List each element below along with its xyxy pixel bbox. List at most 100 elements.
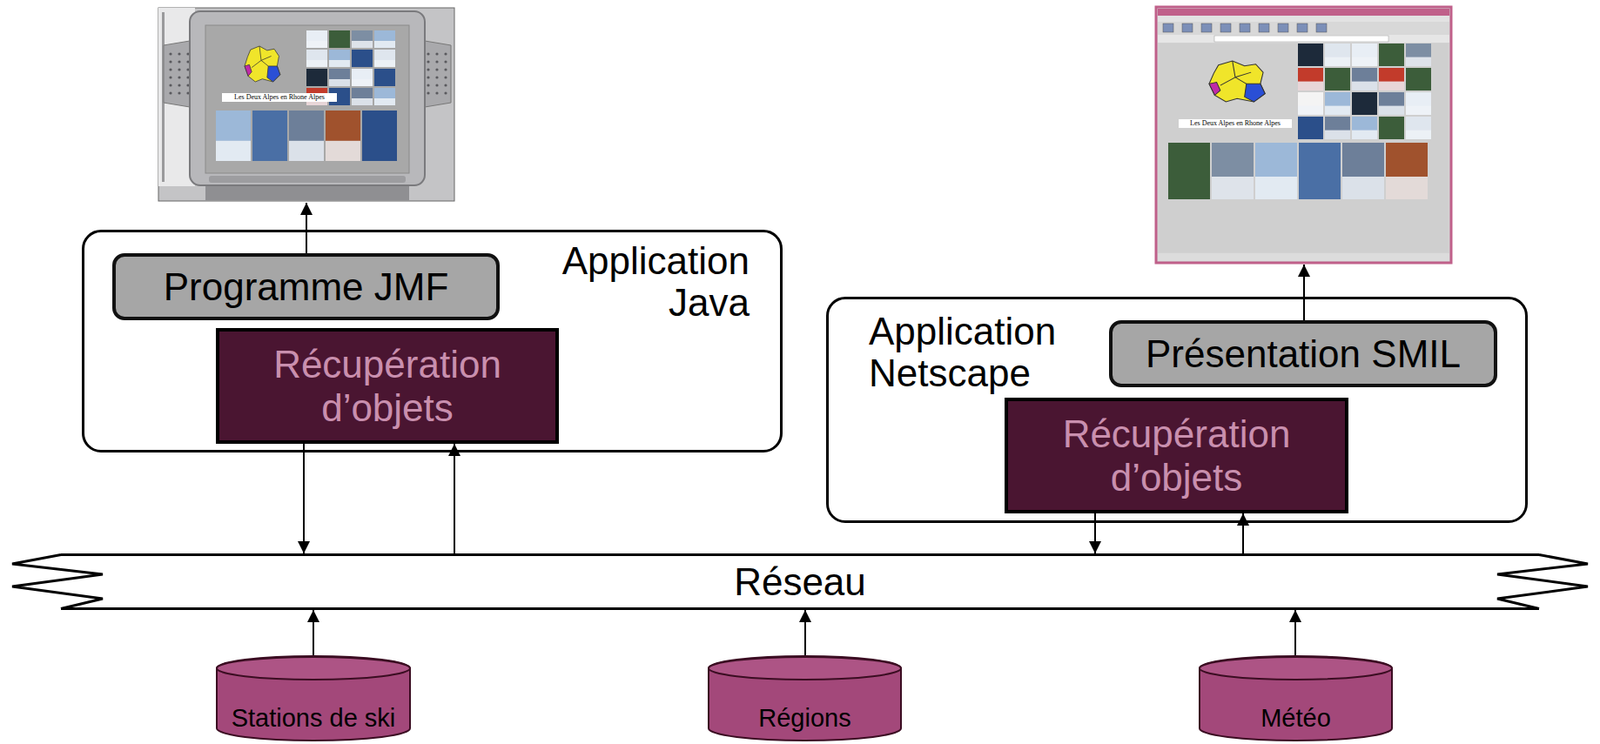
photo-tile bbox=[329, 68, 350, 87]
application-box: Application JavaProgramme JMFRécupératio… bbox=[81, 229, 783, 453]
illustration-part bbox=[1156, 6, 1452, 263]
illustration-part bbox=[251, 46, 271, 68]
data-flow-arrow bbox=[453, 443, 456, 554]
band-edge bbox=[60, 553, 1540, 557]
photo-tile bbox=[1168, 142, 1211, 200]
photo-snow bbox=[1351, 81, 1378, 91]
photo-tile bbox=[329, 49, 350, 68]
illustration-part bbox=[1159, 43, 1448, 253]
speaker-hole bbox=[426, 67, 430, 71]
cylinder-body bbox=[216, 656, 411, 741]
data-flow-arrow bbox=[1242, 513, 1244, 554]
photo-snow bbox=[215, 141, 251, 162]
database-cylinder: Stations de ski bbox=[215, 656, 411, 741]
photo-grid bbox=[1297, 43, 1432, 140]
photo-tile bbox=[306, 49, 328, 68]
application-box: Application Netscape Présentation SMIL Réc… bbox=[826, 296, 1528, 524]
photo-grid bbox=[1168, 142, 1428, 200]
speaker-hole bbox=[168, 60, 172, 63]
photo-tile bbox=[306, 30, 328, 48]
speaker-hole bbox=[177, 52, 181, 55]
photo-tile bbox=[1297, 43, 1324, 67]
photo-tile bbox=[1211, 142, 1254, 200]
speaker-hole bbox=[177, 67, 181, 71]
speaker-hole bbox=[426, 52, 430, 55]
network-band: Réseau bbox=[0, 553, 1600, 611]
photo-tile bbox=[362, 110, 397, 162]
cylinder-top bbox=[1199, 657, 1392, 680]
illustration-part bbox=[1157, 253, 1450, 262]
band-break bbox=[12, 555, 103, 610]
monitor-screenshot bbox=[158, 7, 455, 202]
photo-tile bbox=[1378, 43, 1405, 67]
photo-tile bbox=[1324, 43, 1351, 67]
photo-tile bbox=[374, 49, 396, 68]
browser-toolbar bbox=[1163, 23, 1327, 33]
speaker-hole bbox=[168, 52, 172, 55]
photo-tile bbox=[1324, 67, 1351, 91]
illustration-part bbox=[1244, 83, 1266, 102]
photo-snow bbox=[1405, 57, 1432, 67]
display-arrow bbox=[1303, 264, 1305, 321]
speaker-hole bbox=[177, 91, 181, 95]
illustration-part bbox=[244, 46, 281, 82]
photo-snow bbox=[351, 79, 373, 87]
photo-snow bbox=[1211, 176, 1254, 200]
speaker-hole bbox=[443, 67, 447, 71]
box-label: Récupération d’objets bbox=[1020, 412, 1333, 500]
photo-snow bbox=[1351, 130, 1378, 140]
program-box: Programme JMF bbox=[112, 253, 500, 321]
speaker-hole bbox=[177, 75, 181, 79]
photo-snow bbox=[289, 141, 324, 162]
database-cylinder: Météo bbox=[1198, 656, 1393, 741]
speaker-hole bbox=[435, 75, 438, 79]
illustration-part bbox=[1214, 35, 1389, 42]
toolbar-icon bbox=[1220, 23, 1231, 33]
database-name: Stations de ski bbox=[231, 703, 397, 733]
photo-snow bbox=[1385, 176, 1428, 200]
illustration-part bbox=[205, 186, 410, 201]
photo-snow bbox=[325, 141, 361, 162]
data-flow-arrow bbox=[1094, 513, 1096, 554]
speaker-hole bbox=[435, 52, 438, 55]
photo-tile bbox=[1385, 142, 1428, 200]
photo-snow bbox=[1405, 106, 1432, 115]
speaker-hole bbox=[168, 91, 172, 95]
photo-snow bbox=[1324, 57, 1351, 67]
speaker-hole bbox=[443, 83, 447, 87]
speaker-hole bbox=[426, 83, 430, 87]
photo-snow bbox=[1255, 176, 1298, 200]
box-label: Réseau bbox=[733, 560, 867, 605]
illustration-part bbox=[1209, 81, 1221, 95]
retrieval-box: Récupération d’objets bbox=[215, 328, 559, 444]
photo-snow bbox=[329, 79, 350, 87]
data-flow-arrow bbox=[804, 610, 807, 657]
application-title: Application Netscape bbox=[868, 310, 1097, 395]
speaker-hole bbox=[443, 60, 447, 63]
illustration-part bbox=[1209, 60, 1265, 102]
illustration-part bbox=[244, 64, 252, 76]
illustration-part bbox=[205, 25, 410, 174]
cylinder-body bbox=[708, 656, 901, 741]
photo-tile bbox=[1351, 43, 1378, 67]
photo-tile bbox=[329, 30, 350, 48]
speaker-hole bbox=[177, 83, 181, 87]
illustration-part bbox=[189, 11, 425, 186]
data-flow-arrow bbox=[302, 443, 305, 554]
toolbar-icon bbox=[1163, 23, 1174, 33]
region-map bbox=[244, 46, 281, 82]
photo-tile bbox=[351, 30, 373, 48]
photo-snow bbox=[306, 60, 328, 68]
database-name: Régions bbox=[758, 703, 851, 733]
toolbar-icon bbox=[1182, 23, 1193, 33]
photo-tile bbox=[1351, 67, 1378, 91]
caption-strip: Les Deux Alpes en Rhone Alpes bbox=[1178, 119, 1292, 128]
cylinder-top bbox=[708, 657, 901, 680]
speaker-hole bbox=[435, 60, 438, 63]
photo-snow bbox=[351, 98, 373, 106]
illustration-part bbox=[267, 66, 281, 82]
box-label: Présentation SMIL bbox=[1145, 332, 1461, 377]
photo-tile bbox=[1378, 67, 1405, 91]
illustration-part bbox=[1157, 15, 1450, 22]
